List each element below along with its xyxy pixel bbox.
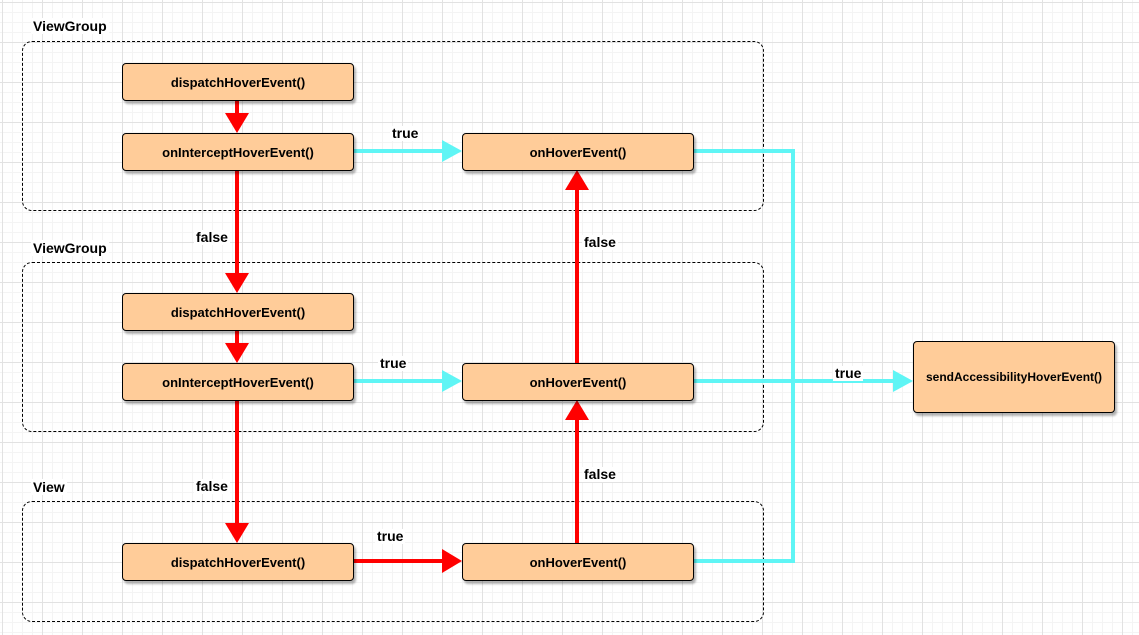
- arrowhead-right-icon: [893, 370, 913, 392]
- container-label-viewgroup-2: ViewGroup: [31, 240, 109, 256]
- edge-label-true: true: [390, 125, 421, 141]
- edge-label-false: false: [194, 229, 230, 245]
- arrowhead-up-icon: [565, 170, 589, 190]
- edge-label-false: false: [582, 466, 618, 482]
- node-dispatch-hover-event-view[interactable]: dispatchHoverEvent(): [122, 543, 354, 581]
- edge-line-vg2-intercept-to-view-dispatch: [235, 399, 239, 524]
- container-label-viewgroup-1: ViewGroup: [31, 18, 109, 34]
- edge-line-vg2-onhover-to-vg1-onhover: [575, 189, 579, 363]
- edge-line-vg2-dispatch-to-intercept: [235, 329, 239, 344]
- edge-line-true-bus-vertical: [791, 149, 795, 563]
- node-dispatch-hover-event-vg1[interactable]: dispatchHoverEvent(): [122, 63, 354, 101]
- edge-line-view-dispatch-to-onhover: [352, 559, 442, 563]
- edge-line-to-send-accessibility: [692, 379, 893, 383]
- node-on-intercept-hover-event-vg1[interactable]: onInterceptHoverEvent(): [122, 133, 354, 171]
- viewgroup-container-2[interactable]: [22, 262, 764, 432]
- arrowhead-down-icon: [225, 273, 249, 293]
- arrowhead-right-icon: [442, 549, 462, 573]
- arrowhead-down-icon: [225, 523, 249, 543]
- node-send-accessibility-hover-event[interactable]: sendAccessibilityHoverEvent(): [913, 341, 1115, 413]
- arrowhead-right-icon: [442, 370, 462, 392]
- arrowhead-down-icon: [225, 113, 249, 133]
- arrowhead-down-icon: [225, 343, 249, 363]
- edge-label-false: false: [194, 478, 230, 494]
- node-on-hover-event-vg2[interactable]: onHoverEvent(): [462, 363, 694, 401]
- edge-line-vg2-intercept-to-onhover: [352, 379, 442, 383]
- edge-line-vg1-intercept-to-vg2-dispatch: [235, 169, 239, 274]
- edge-line-vg1-intercept-to-onhover: [352, 149, 442, 153]
- edge-label-false: false: [582, 234, 618, 250]
- container-label-view: View: [31, 479, 67, 495]
- edge-line-vg1-onhover-out: [692, 149, 795, 153]
- arrowhead-up-icon: [565, 400, 589, 420]
- edge-line-view-onhover-to-vg2-onhover: [575, 419, 579, 543]
- node-on-hover-event-view[interactable]: onHoverEvent(): [462, 543, 694, 581]
- edge-line-view-onhover-out: [692, 559, 795, 563]
- edge-label-true: true: [378, 355, 409, 371]
- node-dispatch-hover-event-vg2[interactable]: dispatchHoverEvent(): [122, 293, 354, 331]
- node-on-hover-event-vg1[interactable]: onHoverEvent(): [462, 133, 694, 171]
- edge-label-true: true: [375, 528, 406, 544]
- edge-line-vg1-dispatch-to-intercept: [235, 99, 239, 114]
- edge-label-true: true: [833, 365, 864, 381]
- node-on-intercept-hover-event-vg2[interactable]: onInterceptHoverEvent(): [122, 363, 354, 401]
- arrowhead-right-icon: [442, 140, 462, 162]
- viewgroup-container-1[interactable]: [22, 41, 764, 211]
